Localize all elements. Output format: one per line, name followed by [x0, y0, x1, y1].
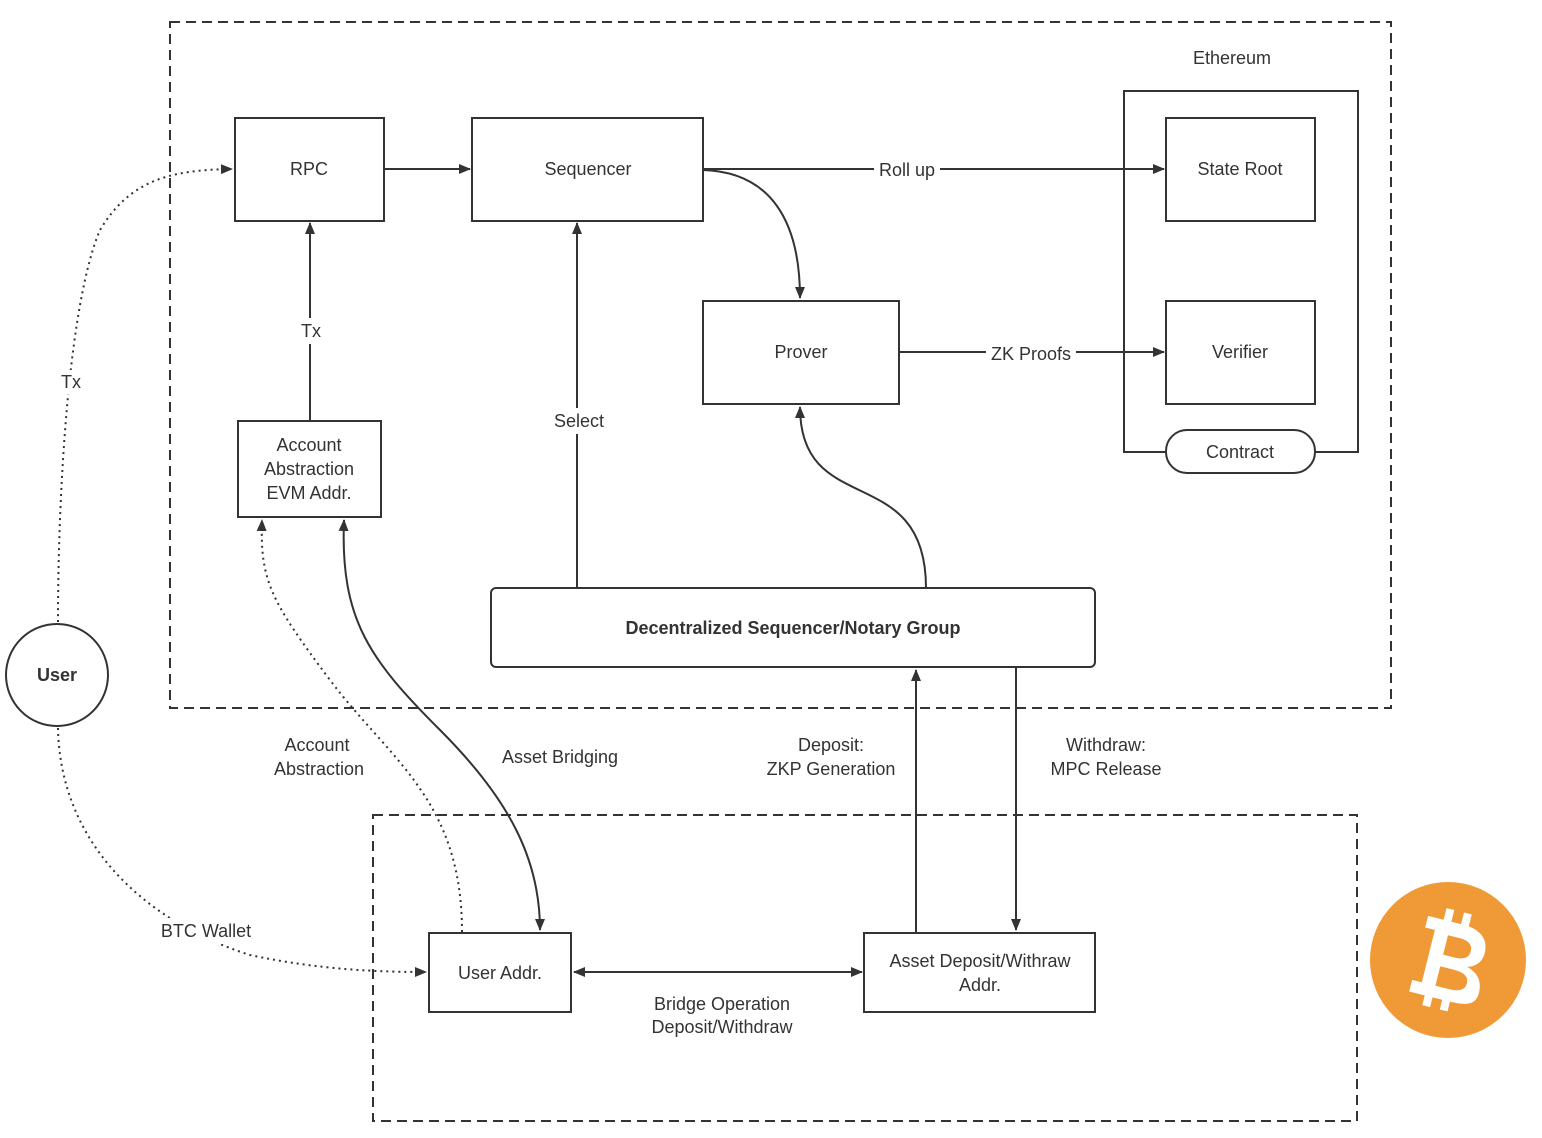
node-rpc: RPC: [234, 117, 385, 222]
node-sequencer-label: Sequencer: [544, 159, 631, 179]
edge-label-asset-bridging: Asset Bridging: [502, 747, 618, 767]
node-state-root: State Root: [1165, 117, 1316, 222]
edge-label-btc-wallet: BTC Wallet: [161, 921, 251, 941]
ethereum-label: Ethereum: [1193, 48, 1271, 68]
node-asset-addr-line-2: Addr.: [959, 975, 1001, 995]
edge-label-zk-proofs: ZK Proofs: [991, 344, 1071, 364]
node-user-addr-label: User Addr.: [458, 963, 542, 983]
edge-user-rpc: [57, 164, 233, 623]
edge-label-deposit-1: Deposit:: [798, 735, 864, 755]
edge-useraddr-aa-dotted: [256, 519, 463, 933]
edge-label-bridge-operation-2: Deposit/Withdraw: [651, 1017, 793, 1037]
edge-label-select: Select: [554, 411, 604, 431]
l2-frame: [169, 21, 1392, 709]
node-notary-group: Decentralized Sequencer/Notary Group: [490, 587, 1096, 668]
node-aa-line-1: Account: [276, 435, 341, 455]
edge-label-withdraw-1: Withdraw:: [1066, 735, 1146, 755]
node-user-label: User: [37, 665, 77, 685]
edge-label-bridge-operation-1: Bridge Operation: [654, 994, 790, 1014]
node-aa-line-3: EVM Addr.: [266, 483, 351, 503]
edge-label-account-abstraction-2: Abstraction: [274, 759, 364, 779]
edge-label-deposit-2: ZKP Generation: [767, 759, 896, 779]
edge-asset-bridging: [338, 519, 545, 931]
node-prover: Prover: [702, 300, 900, 405]
node-user: User: [5, 623, 109, 727]
bitcoin-frame: [372, 814, 1358, 1122]
edge-label-withdraw-2: MPC Release: [1050, 759, 1161, 779]
node-asset-addr: Asset Deposit/Withraw Addr.: [863, 932, 1096, 1013]
edge-label-rollup: Roll up: [879, 160, 935, 180]
edge-sequencer-prover: [702, 169, 805, 299]
node-aa-line-2: Abstraction: [264, 459, 354, 479]
node-sequencer: Sequencer: [471, 117, 704, 222]
node-account-abstraction: Account Abstraction EVM Addr.: [237, 420, 382, 518]
node-contract-label: Contract: [1206, 442, 1274, 462]
edge-label-tx-inner: Tx: [301, 321, 321, 341]
node-asset-addr-line-1: Asset Deposit/Withraw: [889, 951, 1071, 971]
node-user-addr: User Addr.: [428, 932, 572, 1013]
edge-label-tx-user: Tx: [61, 372, 81, 392]
node-rpc-label: RPC: [290, 159, 328, 179]
bitcoin-icon: [1370, 882, 1526, 1038]
node-prover-label: Prover: [774, 342, 827, 362]
node-notary-group-label: Decentralized Sequencer/Notary Group: [625, 618, 960, 638]
edge-notary-prover: [795, 406, 927, 589]
node-verifier: Verifier: [1165, 300, 1316, 405]
node-contract: Contract: [1165, 429, 1316, 474]
node-state-root-label: State Root: [1197, 159, 1282, 179]
edge-label-account-abstraction-1: Account: [284, 735, 349, 755]
node-verifier-label: Verifier: [1212, 342, 1268, 362]
edge-user-btc-wallet: [57, 727, 427, 977]
